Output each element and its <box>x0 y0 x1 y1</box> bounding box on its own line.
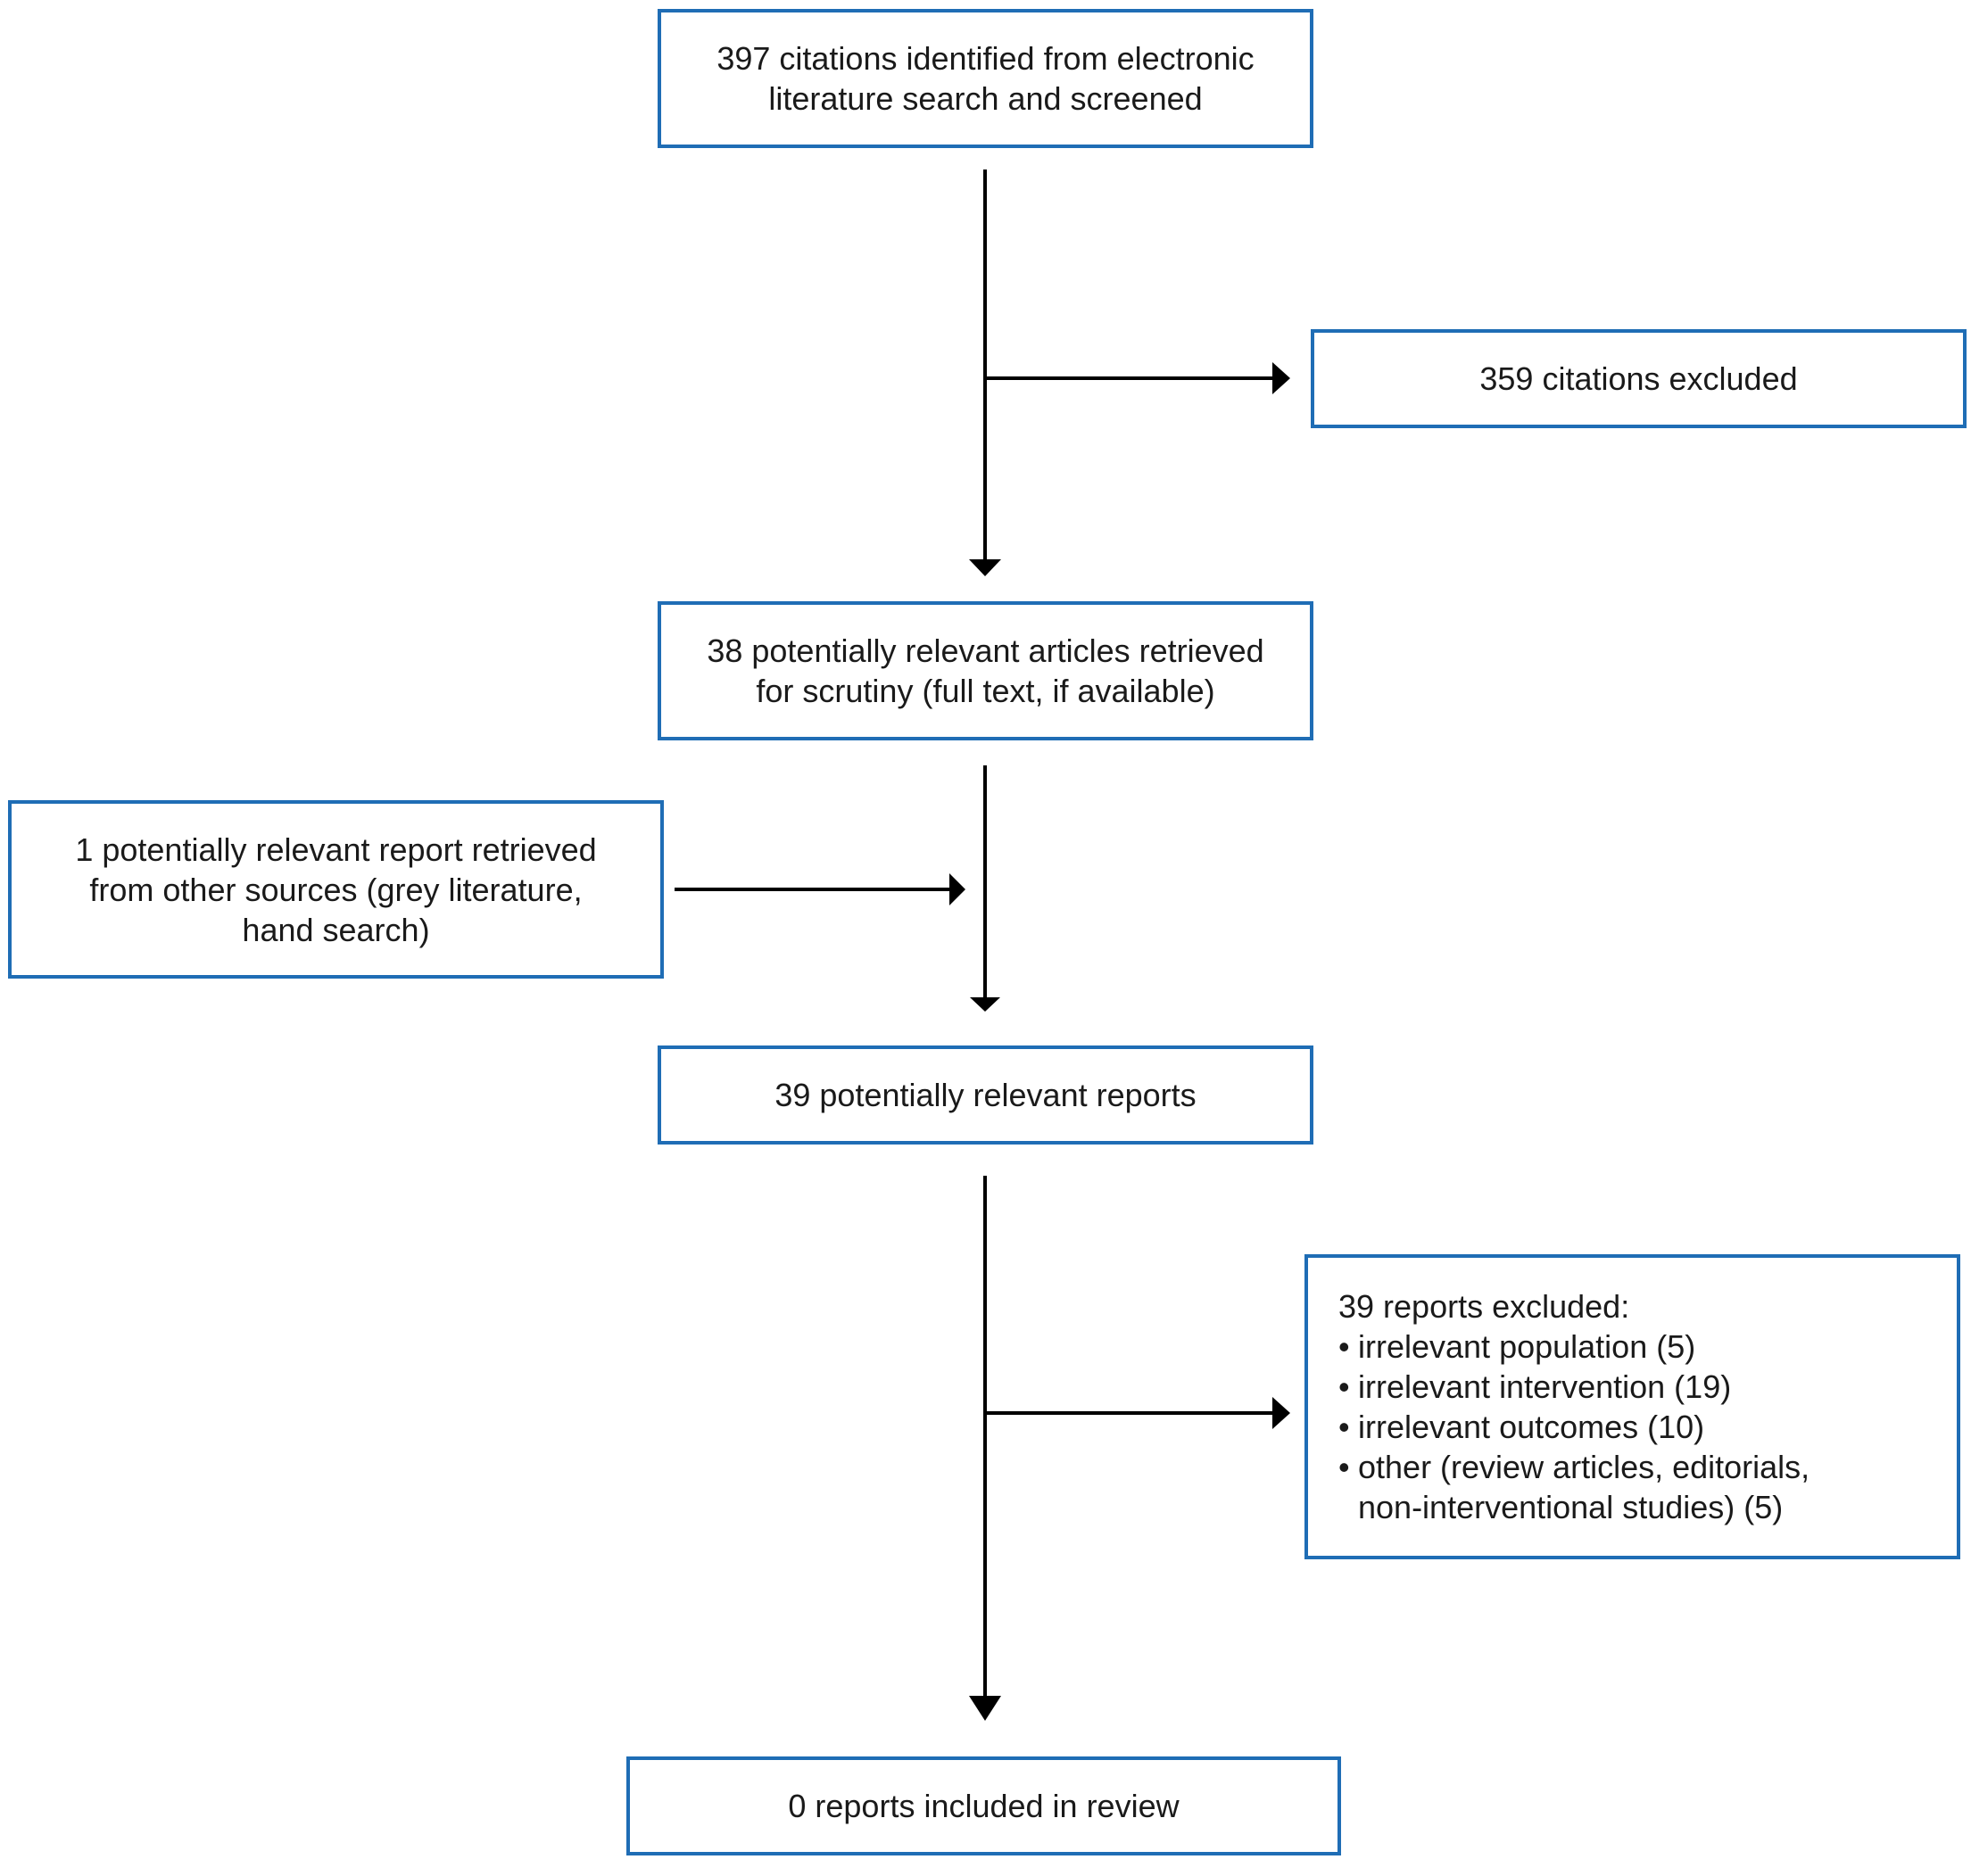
exclusion-reason-item: • irrelevant intervention (19) <box>1338 1367 1810 1407</box>
bullet-icon: • <box>1338 1328 1350 1365</box>
arrowhead-right-reports-excluded <box>1272 1397 1290 1429</box>
exclusion-reason-item: • other (review articles, editorials, no… <box>1338 1447 1810 1527</box>
box-text-line: 0 reports included in review <box>788 1788 1180 1824</box>
exclusion-reason-text: other (review articles, editorials, <box>1358 1449 1810 1485</box>
exclusion-reason-text-continued: non-interventional studies) (5) <box>1358 1489 1784 1525</box>
arrowhead-right-excluded-citations <box>1272 362 1290 394</box>
bullet-icon: • <box>1338 1368 1350 1405</box>
box-reports-excluded: 39 reports excluded: • irrelevant popula… <box>1304 1254 1960 1559</box>
box-text-line: 38 potentially relevant articles retriev… <box>707 632 1264 669</box>
box-text-line: literature search and screened <box>768 80 1203 117</box>
box-citations-excluded: 359 citations excluded <box>1311 329 1967 428</box>
bullet-icon: • <box>1338 1449 1350 1485</box>
box-reports-included: 0 reports included in review <box>626 1756 1341 1855</box>
box-citations-identified: 397 citations identified from electronic… <box>658 9 1313 148</box>
box-text-line: from other sources (grey literature, <box>89 871 583 908</box>
box-potentially-relevant: 39 potentially relevant reports <box>658 1045 1313 1145</box>
arrowhead-down-potentially-relevant <box>970 997 1000 1012</box>
exclusion-reason-text: irrelevant intervention (19) <box>1358 1368 1732 1405</box>
box-text-line: 1 potentially relevant report retrieved <box>75 831 597 868</box>
arrowhead-right-merge <box>949 873 965 905</box>
exclusion-reason-item: • irrelevant outcomes (10) <box>1338 1407 1810 1447</box>
bullet-icon: • <box>1338 1409 1350 1445</box>
exclusion-reason-text: irrelevant outcomes (10) <box>1358 1409 1705 1445</box>
box-text-line: 397 citations identified from electronic <box>716 40 1255 77</box>
box-text-line: 359 citations excluded <box>1479 360 1798 397</box>
exclusion-reasons-list: • irrelevant population (5) • irrelevant… <box>1338 1326 1810 1527</box>
box-text-line: 39 potentially relevant reports <box>774 1077 1197 1113</box>
box-text-line: hand search) <box>242 911 430 948</box>
box-text-line: for scrutiny (full text, if available) <box>756 673 1215 709</box>
arrowhead-down-included <box>969 1696 1001 1721</box>
exclusion-reason-text: irrelevant population (5) <box>1358 1328 1696 1365</box>
arrowhead-down-retrieved <box>969 559 1001 576</box>
box-articles-retrieved: 38 potentially relevant articles retriev… <box>658 601 1313 740</box>
reports-excluded-heading: 39 reports excluded: <box>1338 1288 1630 1325</box>
box-other-sources: 1 potentially relevant report retrieved … <box>8 800 664 979</box>
exclusion-reason-item: • irrelevant population (5) <box>1338 1326 1810 1367</box>
